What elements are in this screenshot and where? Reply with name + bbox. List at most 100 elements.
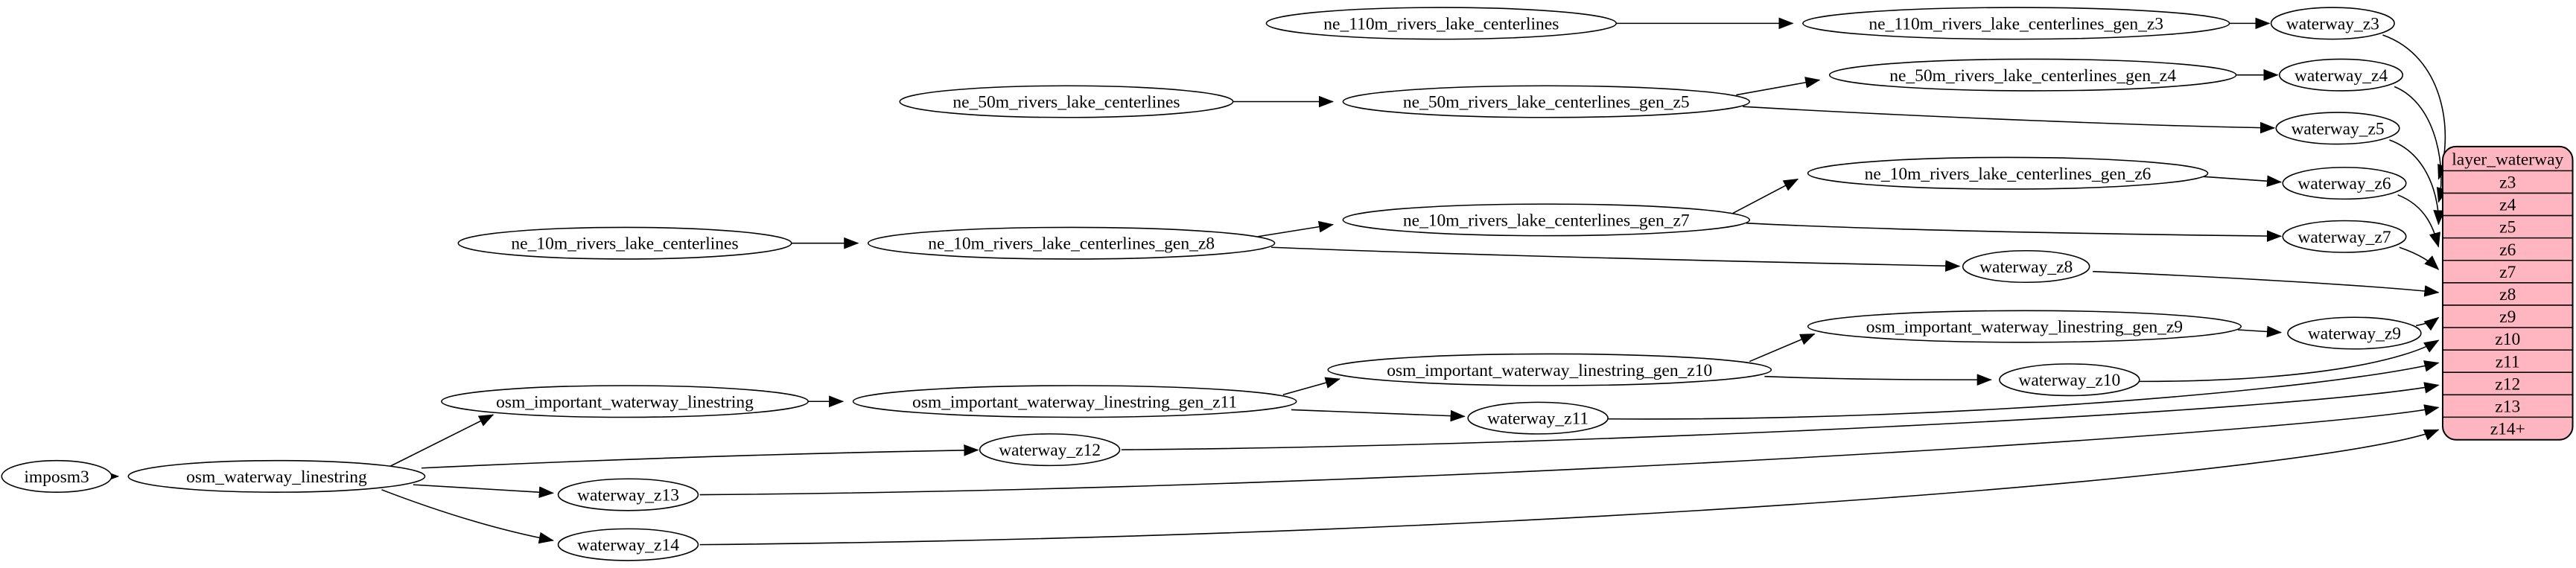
edge-gen_z11-to-gen_z10 [1282,377,1341,396]
record-row-z13: z13 [2495,398,2520,417]
record-row-separators [2443,170,2573,418]
node-waterway_z14-label: waterway_z14 [577,536,679,555]
node-ne_110m_rivers_lake_centerlines_gen_z3-label: ne_110m_rivers_lake_centerlines_gen_z3 [1869,14,2163,33]
node-osm_important_waterway_linestring_gen_z9-label: osm_important_waterway_linestring_gen_z9 [1866,318,2183,337]
record-row-z4: z4 [2499,196,2516,215]
node-waterway_z3: waterway_z3 [2270,7,2395,40]
node-imposm3-label: imposm3 [24,468,89,487]
edge-gen_z7-to-gen_z6 [1732,178,1799,214]
node-osm_waterway_linestring-label: osm_waterway_linestring [186,468,367,487]
edge-gen_z11-to-waterway_z11 [1291,409,1466,422]
record-row-z6: z6 [2499,240,2516,260]
edge-gen_z5-to-gen_z4 [1736,77,1821,96]
node-waterway_z7-label: waterway_z7 [2297,228,2391,247]
node-waterway_z8-label: waterway_z8 [1979,258,2073,277]
node-osm_waterway_linestring: osm_waterway_linestring [127,459,426,493]
edge-waterway_z13-to-row-z13 [699,404,2440,496]
edge-waterway_z11-to-row-z11 [1608,360,2440,420]
node-osm_important_waterway_linestring_gen_z11: osm_important_waterway_linestring_gen_z1… [852,385,1297,418]
node-ne_110m_rivers_lake_centerlines: ne_110m_rivers_lake_centerlines [1265,7,1618,40]
edge-waterway_z12-to-row-z12 [1121,382,2440,450]
node-osm_important_waterway_linestring-label: osm_important_waterway_linestring [496,392,754,412]
node-ne_110m_rivers_lake_centerlines_gen_z3: ne_110m_rivers_lake_centerlines_gen_z3 [1802,7,2230,40]
node-waterway_z10: waterway_z10 [1999,363,2140,397]
edge-waterway_z3-to-row-z3 [2382,34,2449,180]
edge-gen_z6-to-waterway_z6 [2202,175,2283,188]
nodes: imposm3 osm_waterway_linestring osm_impo… [1,7,2422,561]
node-ne_50m_rivers_lake_centerlines-label: ne_50m_rivers_lake_centerlines [953,93,1180,112]
node-waterway_z11: waterway_z11 [1467,401,1609,435]
node-ne_10m_rivers_lake_centerlines_gen_z6-label: ne_10m_rivers_lake_centerlines_gen_z6 [1865,165,2152,184]
node-waterway_z14: waterway_z14 [557,528,699,561]
edge-gen_z8-to-gen_z7 [1258,220,1335,237]
node-waterway_z4: waterway_z4 [2278,58,2404,92]
edge-osm_waterway_linestring-to-waterway_z14 [381,489,554,544]
node-osm_important_waterway_linestring: osm_important_waterway_linestring [441,385,809,418]
node-waterway_z3-label: waterway_z3 [2286,14,2379,33]
node-waterway_z9-label: waterway_z9 [2308,325,2401,344]
node-waterway_z6: waterway_z6 [2282,167,2407,200]
node-waterway_z5-label: waterway_z5 [2291,119,2384,138]
edge-gen_z10-to-gen_z9 [1749,333,1816,363]
edge-gen_z7-to-waterway_z7 [1746,223,2283,242]
node-ne_10m_rivers_lake_centerlines_gen_z6: ne_10m_rivers_lake_centerlines_gen_z6 [1807,156,2209,190]
edge-osm_waterway_linestring-to-osm_important_waterway_linestring [389,414,494,468]
node-osm_important_waterway_linestring_gen_z9: osm_important_waterway_linestring_gen_z9 [1807,310,2242,343]
node-waterway_z11-label: waterway_z11 [1487,409,1588,429]
record-row-z10: z10 [2495,330,2520,349]
edge-gen_z9-to-waterway_z9 [2237,325,2283,338]
edge-waterway_z7-to-row-z7 [2399,246,2440,270]
node-waterway_z9: waterway_z9 [2287,316,2422,350]
record-row-z14: z14+ [2490,420,2525,439]
edge-gen_z5-to-waterway_z5 [1743,106,2276,134]
node-waterway_z5: waterway_z5 [2275,112,2400,145]
node-waterway_z6-label: waterway_z6 [2297,174,2391,194]
record-row-z12: z12 [2495,374,2520,394]
node-ne_50m_rivers_lake_centerlines: ne_50m_rivers_lake_centerlines [899,85,1234,118]
record-row-z11: z11 [2496,352,2520,371]
node-ne_50m_rivers_lake_centerlines_gen_z5: ne_50m_rivers_lake_centerlines_gen_z5 [1342,85,1751,118]
node-waterway_z13-label: waterway_z13 [577,486,679,505]
node-ne_10m_rivers_lake_centerlines-label: ne_10m_rivers_lake_centerlines [511,234,738,254]
edge-osm_waterway_linestring-to-waterway_z12 [422,444,979,469]
node-ne_10m_rivers_lake_centerlines_gen_z8: ne_10m_rivers_lake_centerlines_gen_z8 [867,226,1276,260]
record-row-z5: z5 [2499,218,2516,237]
edge-gen_z8-to-waterway_z8 [1271,246,1961,272]
node-ne_50m_rivers_lake_centerlines_gen_z4: ne_50m_rivers_lake_centerlines_gen_z4 [1828,58,2237,92]
node-ne_10m_rivers_lake_centerlines: ne_10m_rivers_lake_centerlines [457,226,792,260]
node-ne_50m_rivers_lake_centerlines_gen_z5-label: ne_50m_rivers_lake_centerlines_gen_z5 [1403,93,1690,112]
edge-waterway_z4-to-row-z4 [2394,86,2449,203]
record-row-z7: z7 [2499,263,2516,282]
node-waterway_z10-label: waterway_z10 [2018,371,2120,390]
node-waterway_z7: waterway_z7 [2282,220,2407,253]
record-title: layer_waterway [2452,150,2563,170]
node-ne_10m_rivers_lake_centerlines_gen_z7: ne_10m_rivers_lake_centerlines_gen_z7 [1342,203,1751,237]
record-row-z3: z3 [2499,173,2516,192]
node-waterway_z4-label: waterway_z4 [2294,66,2388,86]
edge-waterway_z10-to-row-z10 [2139,339,2440,383]
node-ne_10m_rivers_lake_centerlines_gen_z7-label: ne_10m_rivers_lake_centerlines_gen_z7 [1403,211,1690,230]
edge-gen_z10-to-waterway_z10 [1764,374,1992,386]
node-waterway_z8: waterway_z8 [1962,249,2090,284]
node-ne_110m_rivers_lake_centerlines-label: ne_110m_rivers_lake_centerlines [1323,14,1559,33]
edge-waterway_z6-to-row-z6 [2397,194,2440,248]
edge-waterway_z14-to-row-z14 [699,429,2440,546]
node-imposm3: imposm3 [1,459,112,493]
edge-waterway_z8-to-row-z8 [2093,270,2440,297]
node-ne_10m_rivers_lake_centerlines_gen_z8-label: ne_10m_rivers_lake_centerlines_gen_z8 [928,234,1215,254]
node-ne_50m_rivers_lake_centerlines_gen_z4-label: ne_50m_rivers_lake_centerlines_gen_z4 [1889,66,2176,86]
node-waterway_z13: waterway_z13 [557,478,699,511]
node-waterway_z12: waterway_z12 [979,433,1121,467]
edge-osm_waterway_linestring-to-waterway_z13 [413,484,554,498]
edge-waterway_z5-to-row-z5 [2389,139,2445,226]
edges [104,17,2449,546]
node-osm_important_waterway_linestring_gen_z11-label: osm_important_waterway_linestring_gen_z1… [912,392,1237,412]
edge-waterway_z9-to-row-z9 [2416,316,2440,331]
node-osm_important_waterway_linestring_gen_z10-label: osm_important_waterway_linestring_gen_z1… [1387,361,1712,380]
node-waterway_z12-label: waterway_z12 [999,441,1101,460]
record-layer_waterway: layer_waterway z3 z4 z5 z6 z7 z8 z9 z10 … [2442,145,2574,441]
node-osm_important_waterway_linestring_gen_z10: osm_important_waterway_linestring_gen_z1… [1327,353,1772,386]
record-row-z9: z9 [2499,307,2516,327]
